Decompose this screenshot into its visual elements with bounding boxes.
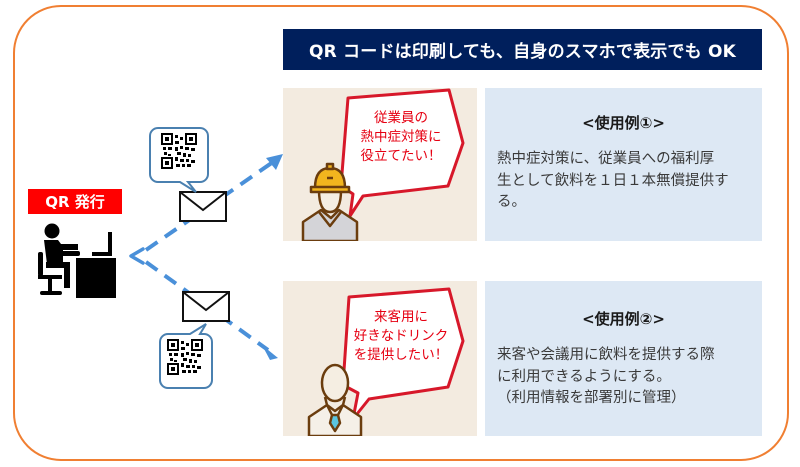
person-at-desk-icon	[38, 223, 116, 298]
worker-hardhat-icon	[301, 162, 359, 241]
speech-text: 来客用に 好きなドリンク を提供したい！	[353, 309, 449, 363]
speech-text: 従業員の 熱中症対策に 役立てたい！	[360, 110, 442, 164]
scene-worker: 従業員の 熱中症対策に 役立てたい！	[283, 88, 477, 241]
use-case-2: <使用例②> 来客や会議用に飲料を提供する際 に利用できるようにする。 （利用情…	[485, 281, 762, 436]
businessman-icon	[307, 363, 363, 436]
use-case-body: 熱中症対策に、従業員への福利厚 生として飲料を１日１本無償提供す る。	[497, 151, 729, 210]
use-case-title: <使用例①>	[582, 114, 665, 132]
chevron-left-icon	[129, 247, 145, 265]
headline-banner: QR コードは印刷しても、自身のスマホで表示でも OK	[283, 29, 762, 70]
qr-issue-badge: QR 発行	[28, 189, 122, 214]
use-case-body: 来客や会議用に飲料を提供する際 に利用できるようにする。 （利用情報を部署別に管…	[497, 347, 715, 406]
qr-code-icon	[167, 339, 203, 375]
use-case-1: <使用例①> 熱中症対策に、従業員への福利厚 生として飲料を１日１本無償提供す …	[485, 88, 762, 241]
qr-code-icon	[161, 133, 197, 169]
envelope-icon	[182, 291, 230, 322]
scene-businessman: 来客用に 好きなドリンク を提供したい！	[283, 281, 477, 436]
envelope-icon	[179, 191, 227, 222]
use-case-title: <使用例②>	[582, 310, 665, 328]
outer-frame	[13, 5, 789, 461]
